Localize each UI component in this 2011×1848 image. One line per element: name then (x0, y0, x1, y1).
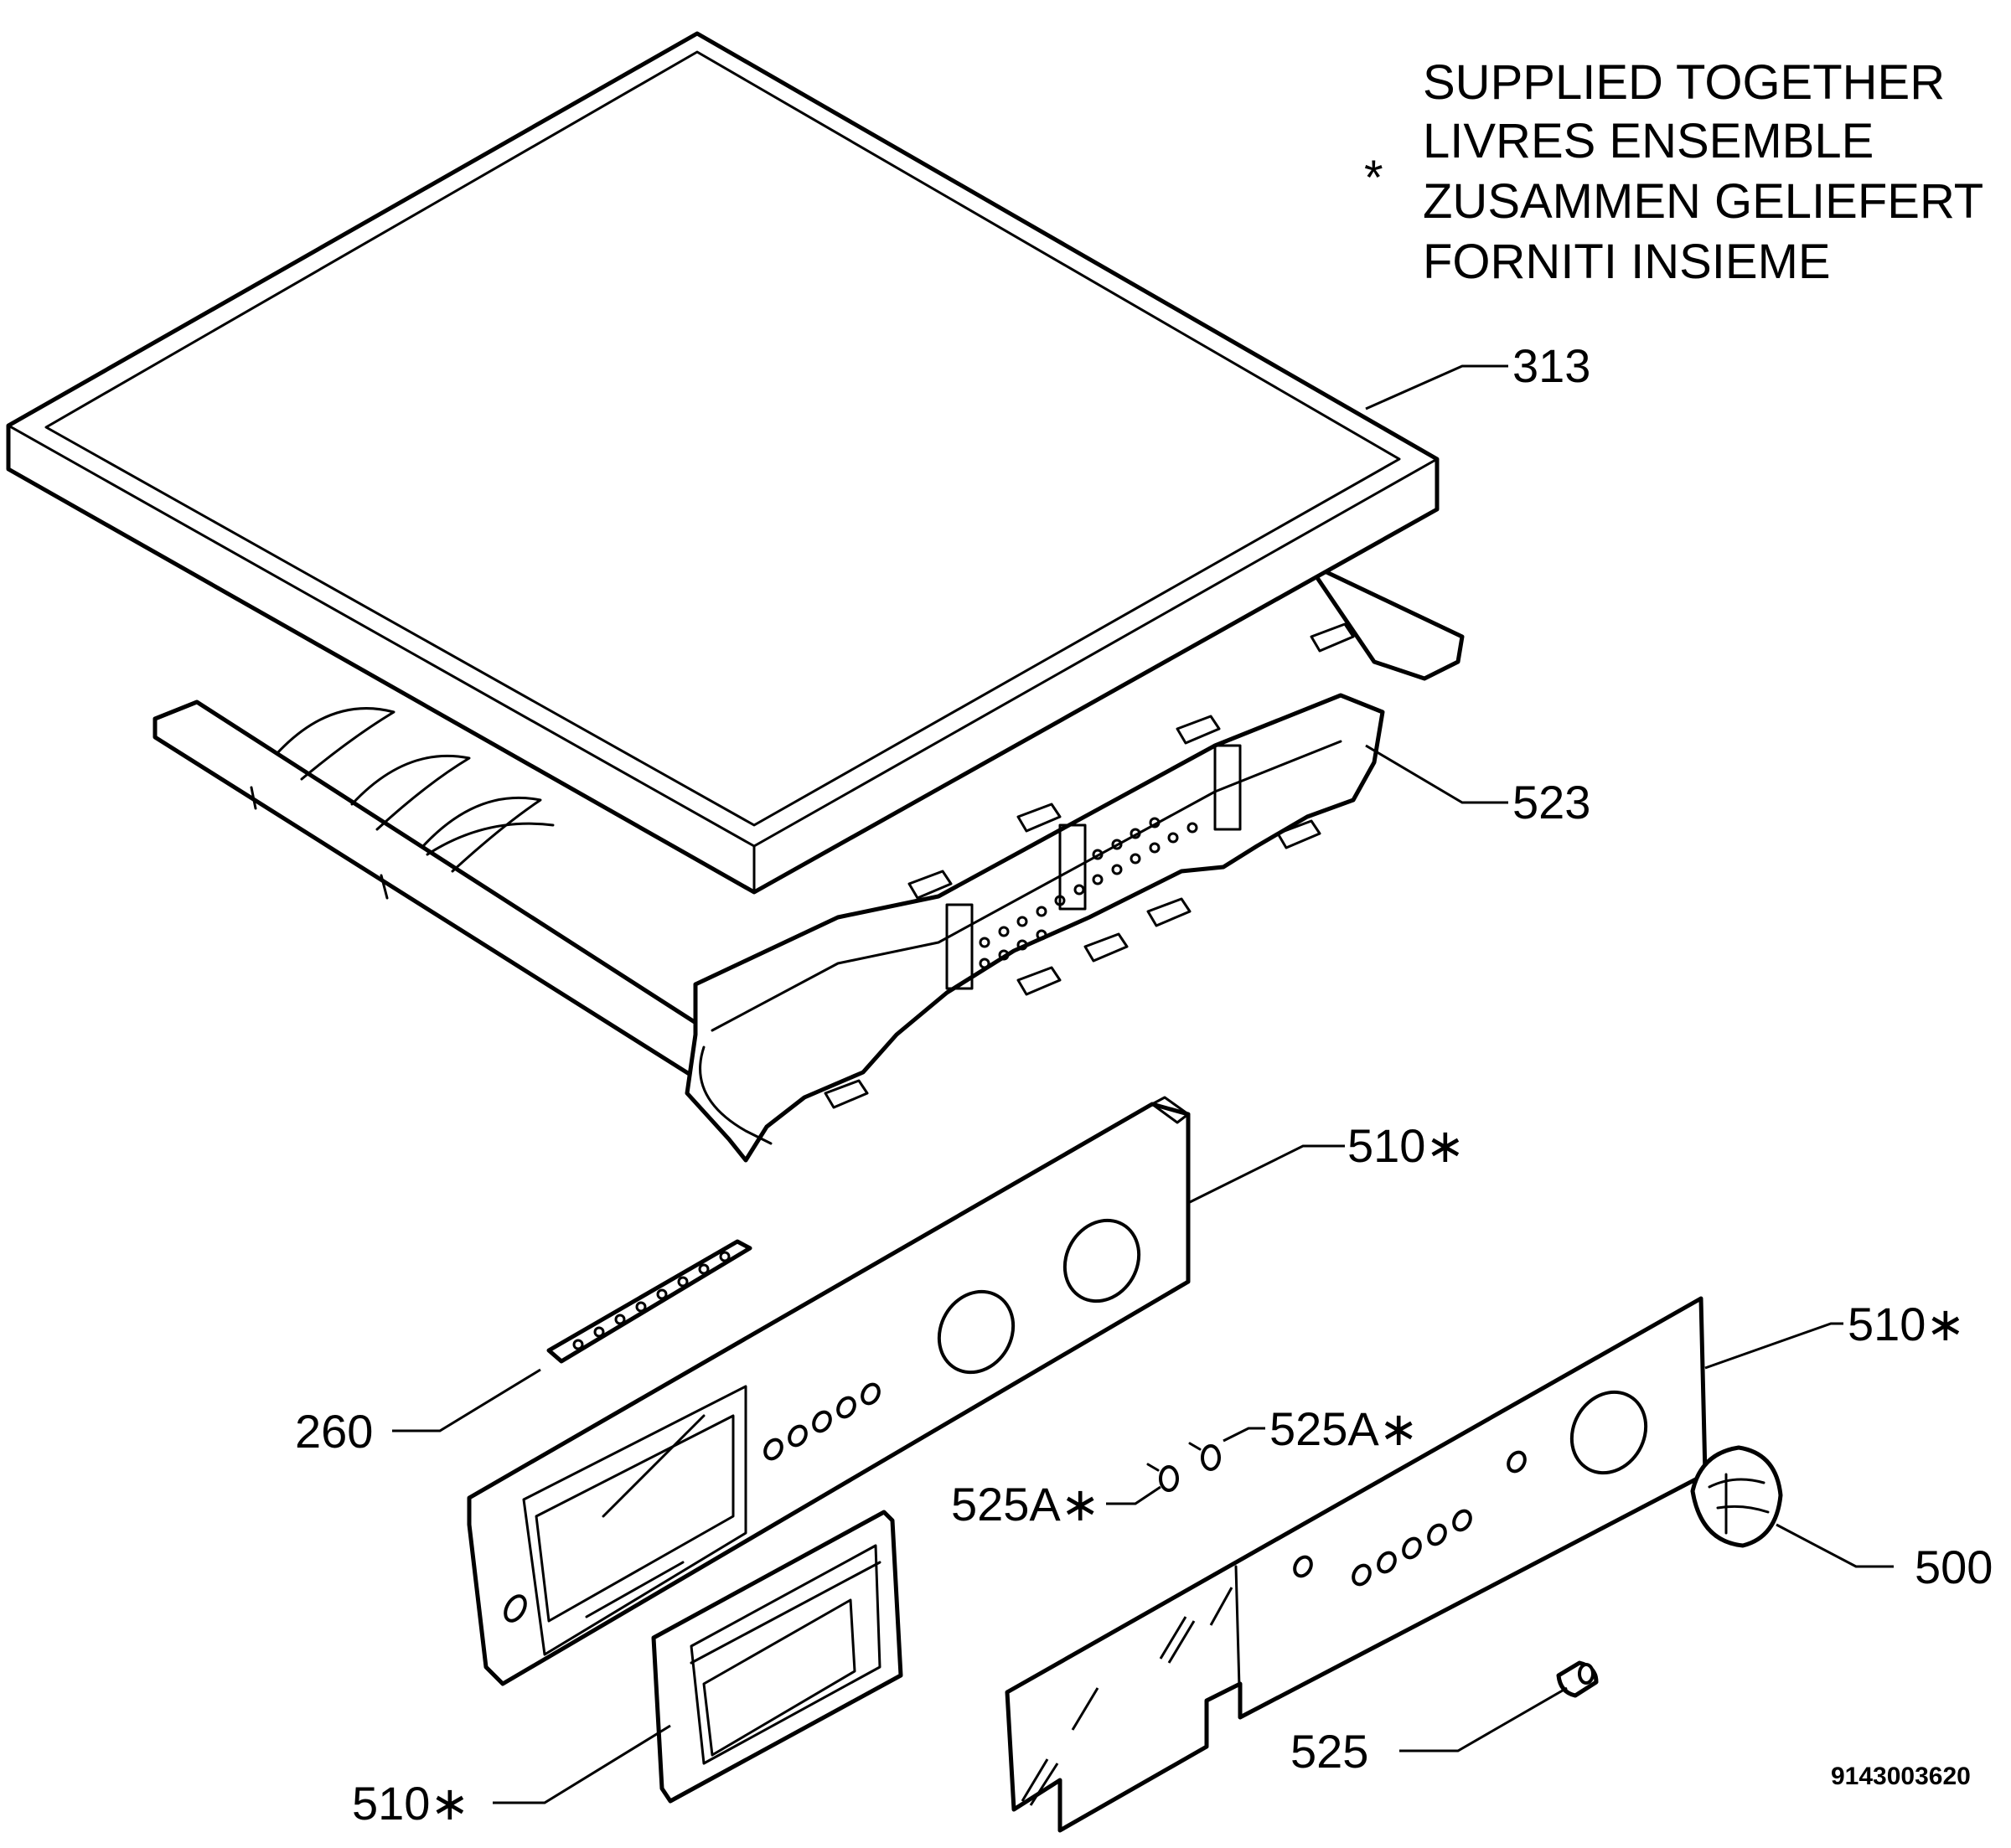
callout-510-front-panel: 510∗ (1347, 1119, 1465, 1172)
callout-525a-lower: 525A∗ (951, 1478, 1100, 1531)
selector-knob-500 (1690, 1445, 1783, 1548)
indicator-lights-525a (1146, 1442, 1221, 1492)
light-strip-260 (546, 1239, 752, 1364)
callout-labels: 313 523 510∗ 510∗ 260 525A∗ 525A∗ 500 52… (295, 339, 1993, 1830)
front-panel-510 (467, 1096, 1191, 1686)
control-panel-510 (1005, 1296, 1708, 1833)
legend-line-3: ZUSAMMEN GELIEFERT (1423, 174, 1983, 229)
callout-510-control-panel: 510∗ (1848, 1298, 1965, 1350)
callout-523: 523 (1512, 776, 1590, 829)
callout-500: 500 (1915, 1541, 1993, 1593)
leader-lines (392, 364, 1894, 1804)
callout-525: 525 (1290, 1725, 1368, 1778)
top-frame-523 (153, 560, 1465, 1163)
dispenser-handle-510 (651, 1510, 903, 1804)
push-button-525 (1556, 1660, 1599, 1698)
legend-line-4: FORNITI INSIEME (1423, 235, 1831, 289)
legend-line-2: LIVRES ENSEMBLE (1423, 114, 1874, 168)
top-cover-313 (6, 31, 1440, 895)
callout-260: 260 (295, 1405, 373, 1458)
legend-line-1: SUPPLIED TOGETHER (1423, 55, 1945, 110)
drawing-number: 9143003620 (1831, 1763, 1971, 1790)
callout-510-handle: 510∗ (352, 1777, 469, 1830)
legend-asterisk: * (1364, 151, 1383, 205)
callout-525a-upper: 525A∗ (1269, 1402, 1419, 1455)
legend: * SUPPLIED TOGETHER LIVRES ENSEMBLE ZUSA… (1364, 55, 1983, 289)
callout-313: 313 (1512, 339, 1590, 392)
